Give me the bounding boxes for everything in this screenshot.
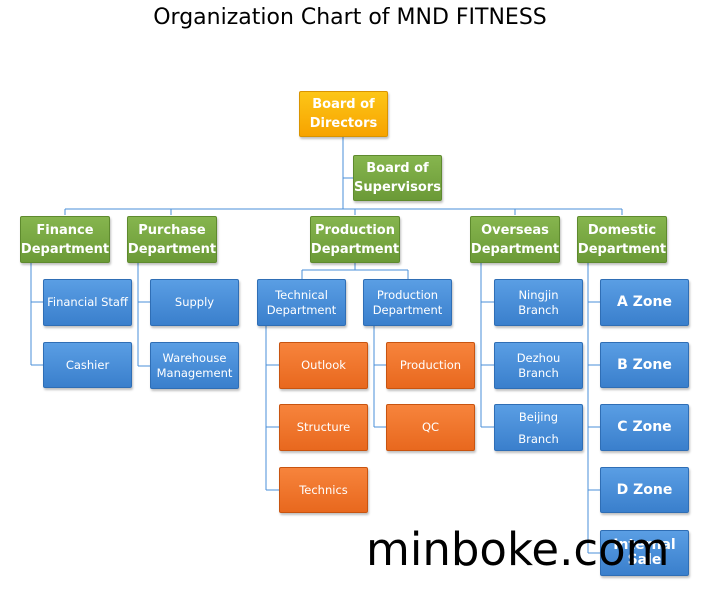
node-label: Outlook [301, 358, 346, 372]
node-label: Warehouse Management [156, 350, 233, 380]
node-label: Finance Department [20, 222, 110, 257]
node-label: Structure [296, 420, 351, 434]
node-dezhou-branch: Dezhou Branch [494, 342, 583, 389]
node-outlook: Outlook [279, 342, 368, 389]
node-label: Beijing Branch [518, 409, 559, 446]
node-production-sub-department: Production Department [363, 279, 452, 326]
node-label: Production [399, 358, 462, 372]
watermark-text: minboke.com [366, 523, 670, 576]
node-board-of-directors: Board of Directors [299, 91, 388, 137]
node-label: Board of Directors [309, 97, 378, 131]
node-label: B Zone [617, 356, 672, 373]
node-ningjin-branch: Ningjin Branch [494, 279, 583, 326]
node-structure: Structure [279, 404, 368, 451]
node-domestic-department: Domestic Department [577, 216, 667, 263]
node-label: Cashier [65, 357, 110, 372]
node-beijing-branch: Beijing Branch [494, 404, 583, 451]
node-label: Ningjin Branch [518, 287, 559, 317]
node-label: Production Department [310, 222, 400, 257]
node-label: Financial Staff [47, 295, 128, 309]
node-production: Production [386, 342, 475, 389]
node-label: Technics [299, 482, 348, 497]
node-internal-sale: Internal Sale [600, 530, 689, 576]
node-label: Domestic Department [577, 222, 667, 257]
node-warehouse-management: Warehouse Management [150, 342, 239, 389]
node-label: Internal Sale [613, 537, 676, 568]
node-label: Supply [174, 295, 215, 309]
node-financial-staff: Financial Staff [43, 279, 132, 326]
node-technics: Technics [279, 467, 368, 513]
node-label: A Zone [617, 294, 672, 310]
node-label: D Zone [616, 481, 673, 498]
node-label: Dezhou Branch [516, 350, 561, 380]
node-qc: QC [386, 404, 475, 451]
node-b-zone: B Zone [600, 342, 689, 388]
node-purchase-department: Purchase Department [127, 216, 217, 263]
node-technical-department: Technical Department [257, 279, 346, 326]
node-c-zone: C Zone [600, 404, 689, 451]
node-board-of-supervisors: Board of Supervisors [353, 155, 442, 201]
node-production-department: Production Department [310, 216, 400, 263]
node-finance-department: Finance Department [20, 216, 110, 263]
node-d-zone: D Zone [600, 467, 689, 513]
node-supply: Supply [150, 279, 239, 326]
node-label: Purchase Department [127, 222, 217, 257]
node-label: Technical Department [266, 287, 337, 317]
node-label: C Zone [617, 419, 672, 435]
node-cashier: Cashier [43, 342, 132, 388]
node-label: QC [421, 420, 440, 434]
node-a-zone: A Zone [600, 279, 689, 326]
node-label: Production Department [372, 287, 443, 317]
node-overseas-department: Overseas Department [470, 216, 560, 263]
chart-title: Organization Chart of MND FITNESS [153, 5, 547, 30]
node-label: Board of Supervisors [354, 161, 441, 195]
node-label: Overseas Department [470, 222, 560, 257]
